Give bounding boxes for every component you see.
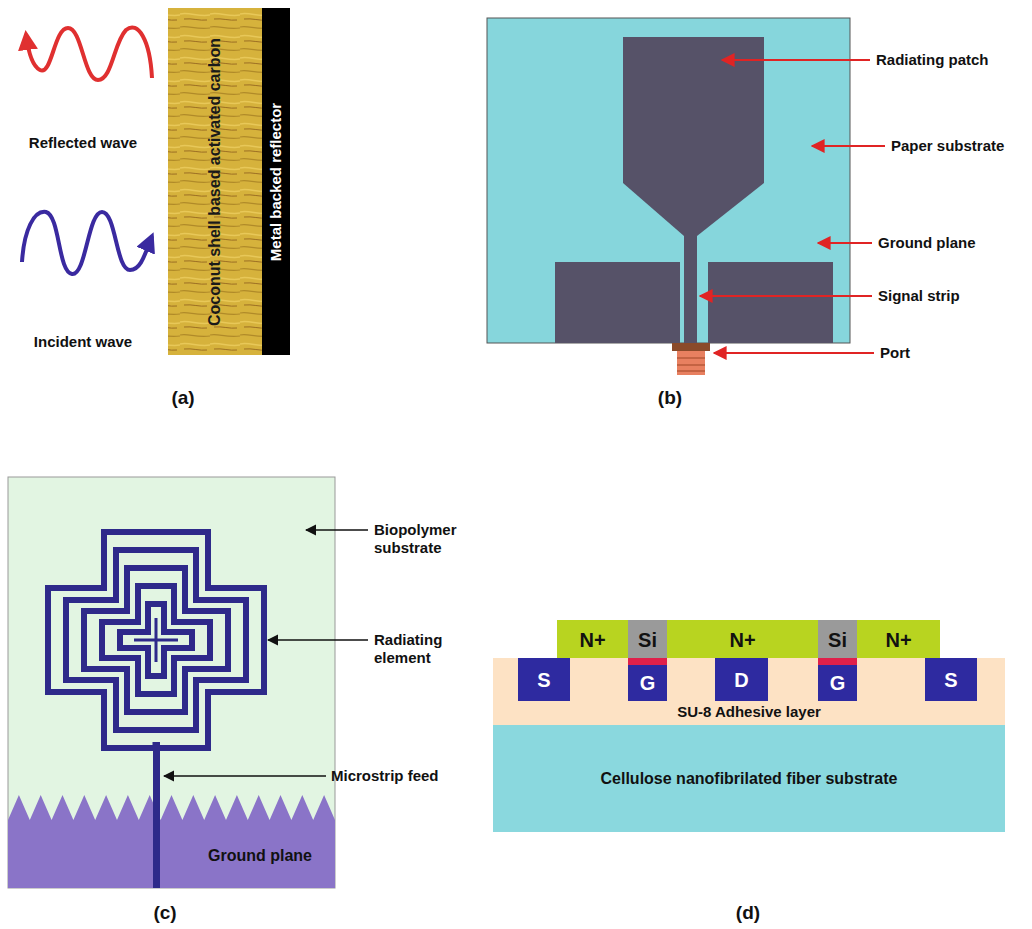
part-label: Incident wave	[34, 333, 132, 351]
source-electrode: S	[518, 658, 570, 701]
signal-strip	[684, 234, 697, 343]
metal-reflector	[262, 8, 290, 355]
absorber-figure	[22, 8, 290, 355]
reflected-wave	[26, 27, 152, 80]
drain-electrode: D	[715, 658, 768, 701]
radiating-element	[48, 532, 264, 748]
leader-line	[700, 295, 872, 297]
node-text: Metal backed reflector	[268, 102, 285, 260]
fractal-antenna-figure	[8, 477, 368, 888]
leader-line	[818, 242, 872, 244]
node-text: N+	[885, 629, 911, 651]
reflector-layer: Metal backed reflector	[262, 8, 290, 355]
gate-electrode: G	[818, 658, 857, 701]
node-text: G	[640, 672, 656, 694]
absorber-layer: Coconut shell based activated carbon	[168, 8, 262, 355]
cross-center	[134, 618, 178, 662]
node-text: D	[734, 669, 748, 691]
activated-carbon-slab	[168, 8, 262, 355]
cpw-antenna-figure	[487, 18, 885, 375]
panel-label: (b)	[658, 389, 682, 407]
part-label: Paper substrate	[891, 137, 1004, 155]
node-text: G	[830, 672, 846, 694]
node-text: Si	[638, 629, 657, 651]
doped-region: N+	[667, 620, 818, 660]
cross-ring	[66, 550, 246, 730]
leader-line	[722, 59, 870, 61]
leader-line	[164, 775, 326, 777]
leader-line	[306, 529, 368, 531]
gate-electrode: G	[628, 658, 667, 701]
node-text: Cellulose nanofibrilated fiber substrate	[601, 770, 898, 788]
part-label: Port	[880, 344, 910, 362]
part-label: Biopolymer substrate	[374, 521, 484, 557]
ground-outline	[8, 795, 335, 888]
node-text: N+	[579, 629, 605, 651]
port-connector	[677, 351, 705, 375]
microstrip-feed	[153, 795, 160, 888]
node-text: Si	[828, 629, 847, 651]
part-label: Signal strip	[878, 287, 960, 305]
part-label: Radiating element	[374, 631, 474, 667]
node-text: S	[537, 669, 550, 691]
gate-dielectric	[628, 658, 667, 665]
panel-label: (a)	[171, 389, 194, 407]
part-label: Reflected wave	[29, 134, 137, 152]
source-electrode: S	[925, 658, 977, 701]
microstrip-feed	[153, 742, 160, 798]
silicon-channel: Si	[628, 620, 667, 660]
part-label: Ground plane	[878, 234, 976, 252]
node-text: N+	[729, 629, 755, 651]
cross-ring	[84, 568, 228, 712]
cross-ring	[120, 604, 192, 676]
panel-label: (d)	[736, 904, 760, 922]
doped-region: N+	[557, 620, 628, 660]
biopolymer-substrate	[8, 477, 335, 888]
leader-line	[268, 639, 368, 641]
ground-plane: Ground plane	[8, 795, 335, 888]
node-text: S	[944, 669, 957, 691]
part-label: Microstrip feed	[331, 767, 439, 785]
part-label: Radiating patch	[876, 51, 989, 69]
radiating-patch	[623, 37, 764, 236]
incident-wave	[22, 212, 152, 274]
doped-region: N+	[857, 620, 940, 660]
ground-plane	[555, 262, 680, 343]
silicon-channel: Si	[818, 620, 857, 660]
panel-label: (c)	[153, 904, 176, 922]
leader-line	[714, 352, 874, 354]
node-text: SU-8 Adhesive layer	[677, 704, 821, 721]
node-text: Coconut shell based activated carbon	[206, 37, 224, 325]
gate-dielectric	[818, 658, 857, 665]
cross-ring	[48, 532, 264, 748]
paper-substrate	[487, 18, 850, 343]
substrate-layer: Cellulose nanofibrilated fiber substrate	[493, 725, 1005, 832]
ground-plane	[708, 262, 833, 343]
node-text: Ground plane	[208, 847, 312, 865]
adhesive-layer: SU-8 Adhesive layer S G D G S	[493, 658, 1005, 725]
port-connector	[672, 343, 710, 351]
leader-line	[812, 145, 885, 147]
cross-ring	[102, 586, 210, 694]
